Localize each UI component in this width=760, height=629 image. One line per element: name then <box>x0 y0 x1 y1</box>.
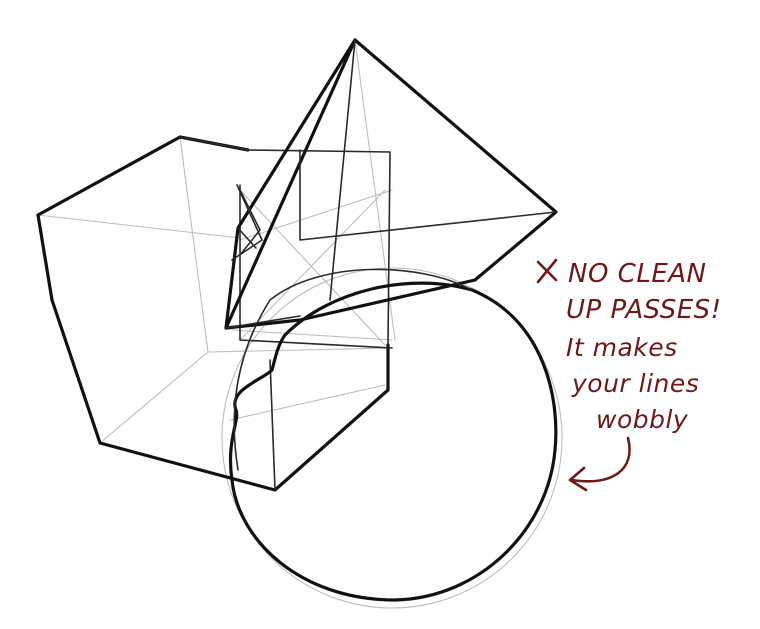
curved-arrow-icon <box>568 436 631 492</box>
annotation-line-3: It makes <box>566 333 678 362</box>
construction-lines <box>37 39 563 609</box>
annotation-line-2: UP PASSES! <box>566 295 722 325</box>
annotation-group: NO CLEAN UP PASSES! It makes your lines … <box>536 258 722 492</box>
cube-drawing <box>36 135 393 492</box>
sphere-drawing <box>228 268 558 602</box>
annotation-line-1: NO CLEAN <box>568 259 706 289</box>
sphere-outline <box>228 281 558 602</box>
annotation-line-5: wobbly <box>596 405 689 434</box>
cross-mark-icon <box>536 258 558 284</box>
annotation-line-4: your lines <box>571 369 699 398</box>
